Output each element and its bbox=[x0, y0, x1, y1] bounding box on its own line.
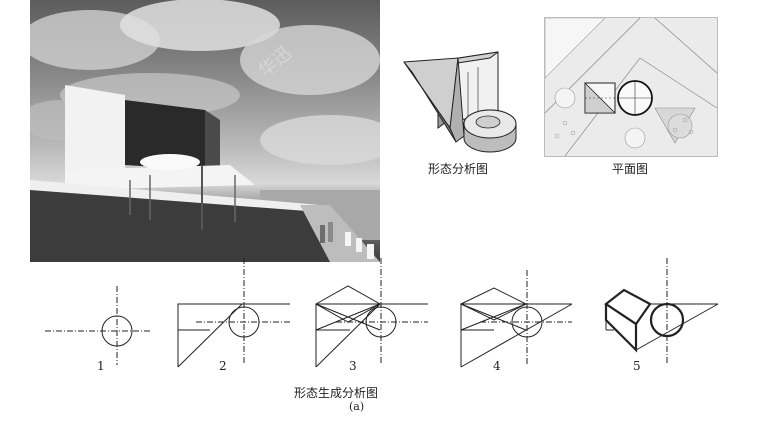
building-photo-drawing: 华迅 bbox=[30, 0, 380, 262]
site-plan bbox=[544, 17, 718, 157]
form-analysis-sketch bbox=[403, 51, 517, 153]
plan-caption: 平面图 bbox=[612, 162, 649, 176]
generation-title: 形态生成分析图 bbox=[294, 386, 379, 400]
site-plan-drawing bbox=[545, 18, 717, 156]
step-1-diagram bbox=[45, 286, 150, 365]
building-photo: 华迅 bbox=[30, 0, 380, 262]
step-number: 2 bbox=[219, 359, 227, 373]
form-analysis-caption: 形态分析图 bbox=[428, 162, 489, 176]
step-number: 3 bbox=[349, 359, 357, 373]
step-number: 1 bbox=[97, 359, 105, 373]
step-4-diagram bbox=[459, 270, 573, 368]
sub-label: (a) bbox=[349, 400, 365, 413]
step-number: 4 bbox=[493, 359, 501, 373]
step-2-diagram bbox=[177, 258, 290, 368]
step-5-diagram bbox=[604, 258, 719, 365]
step-number: 5 bbox=[633, 359, 641, 373]
step-3-diagram bbox=[314, 258, 428, 368]
